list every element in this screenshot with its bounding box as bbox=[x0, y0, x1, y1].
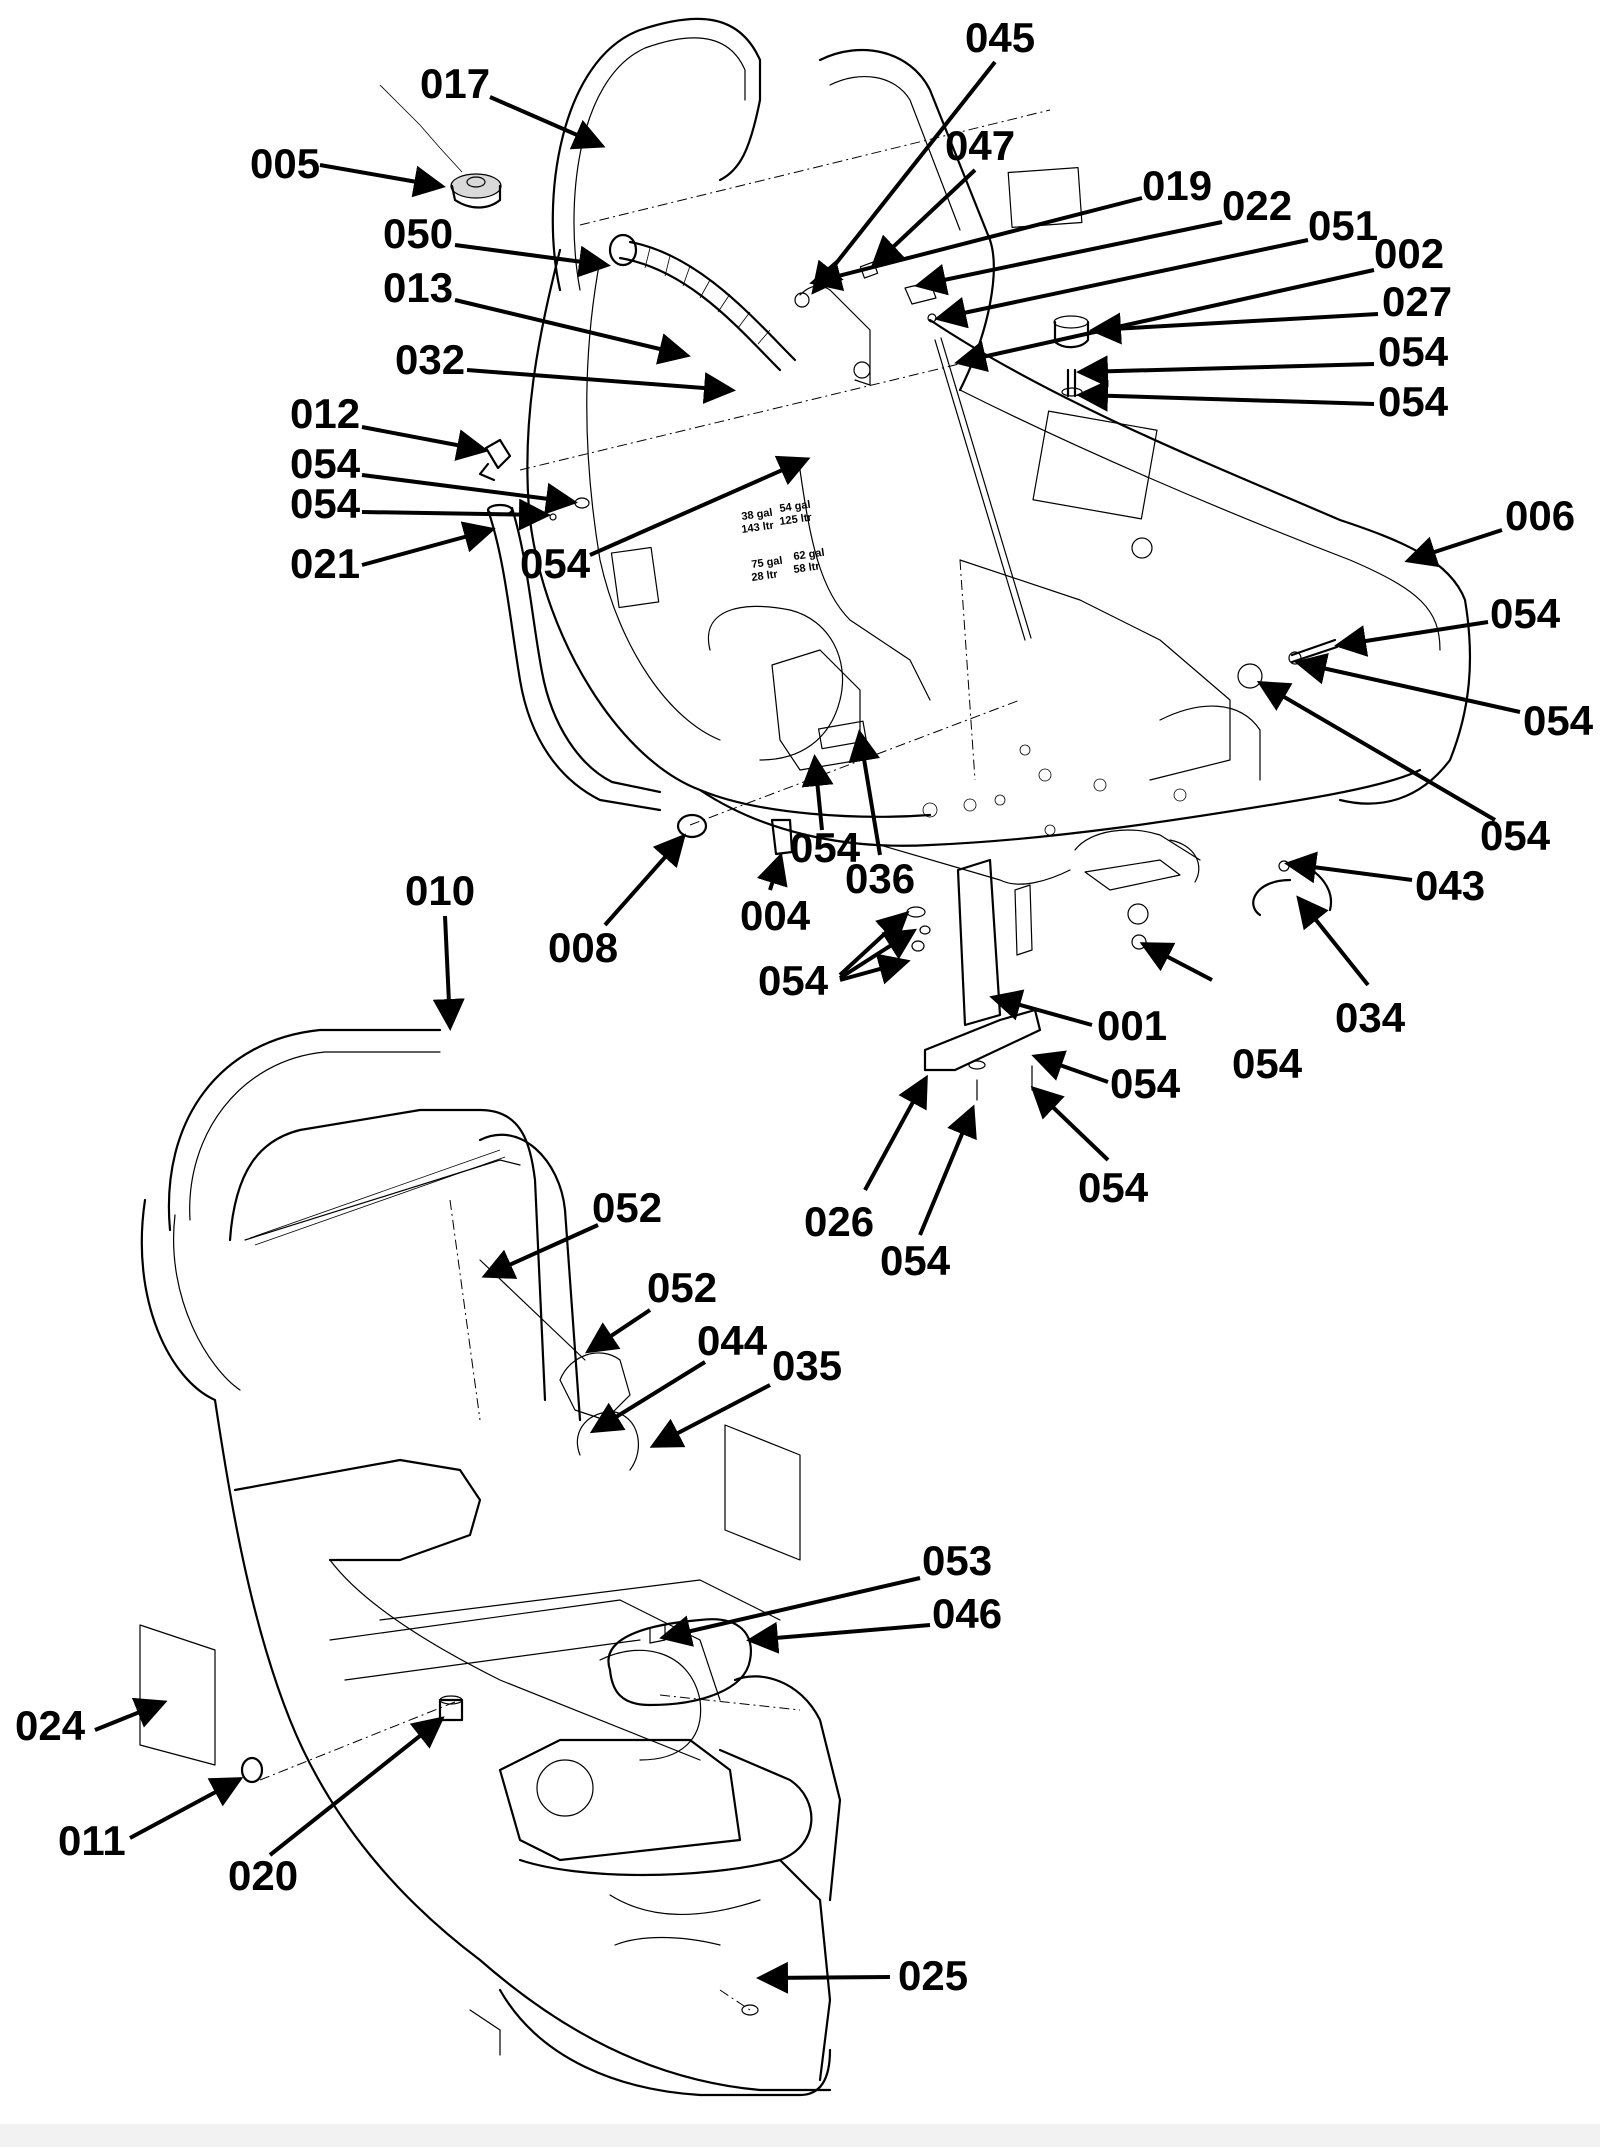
decal-text-1: 38 gal bbox=[741, 507, 774, 523]
callout-035: 035 bbox=[772, 1342, 842, 1389]
callout-019: 019 bbox=[1142, 162, 1212, 209]
callout-054d: 054 bbox=[290, 480, 361, 527]
callout-054l: 054 bbox=[1110, 1060, 1181, 1107]
callout-020: 020 bbox=[228, 1852, 298, 1899]
decal-text-3: 54 gal bbox=[779, 499, 812, 515]
callout-054a: 054 bbox=[1378, 328, 1449, 375]
callout-002: 002 bbox=[1374, 230, 1444, 277]
callout-027: 027 bbox=[1382, 278, 1452, 325]
callout-021: 021 bbox=[290, 540, 360, 587]
callout-052b: 052 bbox=[647, 1264, 717, 1311]
callout-026: 026 bbox=[804, 1198, 874, 1245]
callout-052a: 052 bbox=[592, 1184, 662, 1231]
callout-054e: 054 bbox=[520, 540, 591, 587]
callout-054f: 054 bbox=[1490, 590, 1561, 637]
callout-034: 034 bbox=[1335, 994, 1406, 1041]
callout-054c: 054 bbox=[290, 440, 361, 487]
decal-text-5: 75 gal bbox=[751, 555, 784, 571]
callout-010: 010 bbox=[405, 867, 475, 914]
callout-008: 008 bbox=[548, 924, 618, 971]
hose bbox=[608, 233, 797, 372]
callouts: 017 045 005 047 019 022 051 050 002 013 … bbox=[15, 14, 1594, 1999]
callout-022: 022 bbox=[1222, 182, 1292, 229]
solution-tank-assembly bbox=[139, 1028, 842, 2097]
callout-054j: 054 bbox=[758, 957, 829, 1004]
callout-047: 047 bbox=[945, 122, 1015, 169]
small-parts-upper bbox=[379, 84, 1339, 1101]
decal-text-2: 143 ltr bbox=[741, 519, 775, 535]
callout-054g: 054 bbox=[1523, 697, 1594, 744]
callout-054k: 054 bbox=[1232, 1040, 1303, 1087]
decal-text-7: 62 gal bbox=[793, 547, 826, 563]
decal-text-6: 28 ltr bbox=[751, 568, 779, 584]
callout-043: 043 bbox=[1415, 862, 1485, 909]
callout-054i: 054 bbox=[790, 824, 861, 871]
decal-text-4: 125 ltr bbox=[779, 511, 813, 527]
callout-045: 045 bbox=[965, 14, 1035, 61]
callout-025: 025 bbox=[898, 1952, 968, 1999]
callout-051: 051 bbox=[1308, 202, 1378, 249]
recovery-tank-assembly bbox=[519, 17, 1472, 885]
callout-011: 011 bbox=[58, 1817, 126, 1864]
callout-001: 001 bbox=[1097, 1002, 1167, 1049]
callout-024: 024 bbox=[15, 1702, 86, 1749]
callout-050: 050 bbox=[383, 210, 453, 257]
callout-012: 012 bbox=[290, 390, 360, 437]
callout-054b: 054 bbox=[1378, 378, 1449, 425]
callout-046: 046 bbox=[932, 1590, 1002, 1637]
callout-044: 044 bbox=[697, 1317, 768, 1364]
callout-004: 004 bbox=[740, 892, 811, 939]
callout-006: 006 bbox=[1505, 492, 1575, 539]
bottom-strip bbox=[0, 2124, 1600, 2147]
callout-053: 053 bbox=[922, 1537, 992, 1584]
callout-054n: 054 bbox=[880, 1237, 951, 1284]
callout-032: 032 bbox=[395, 336, 465, 383]
callout-054m: 054 bbox=[1078, 1164, 1149, 1211]
decal-text-8: 58 ltr bbox=[793, 560, 821, 576]
callout-036: 036 bbox=[845, 855, 915, 902]
callout-013: 013 bbox=[383, 264, 453, 311]
callout-005: 005 bbox=[250, 140, 320, 187]
callout-017: 017 bbox=[420, 60, 490, 107]
capacity-decal: 38 gal 143 ltr 54 gal 125 ltr 75 gal 28 … bbox=[741, 499, 826, 584]
